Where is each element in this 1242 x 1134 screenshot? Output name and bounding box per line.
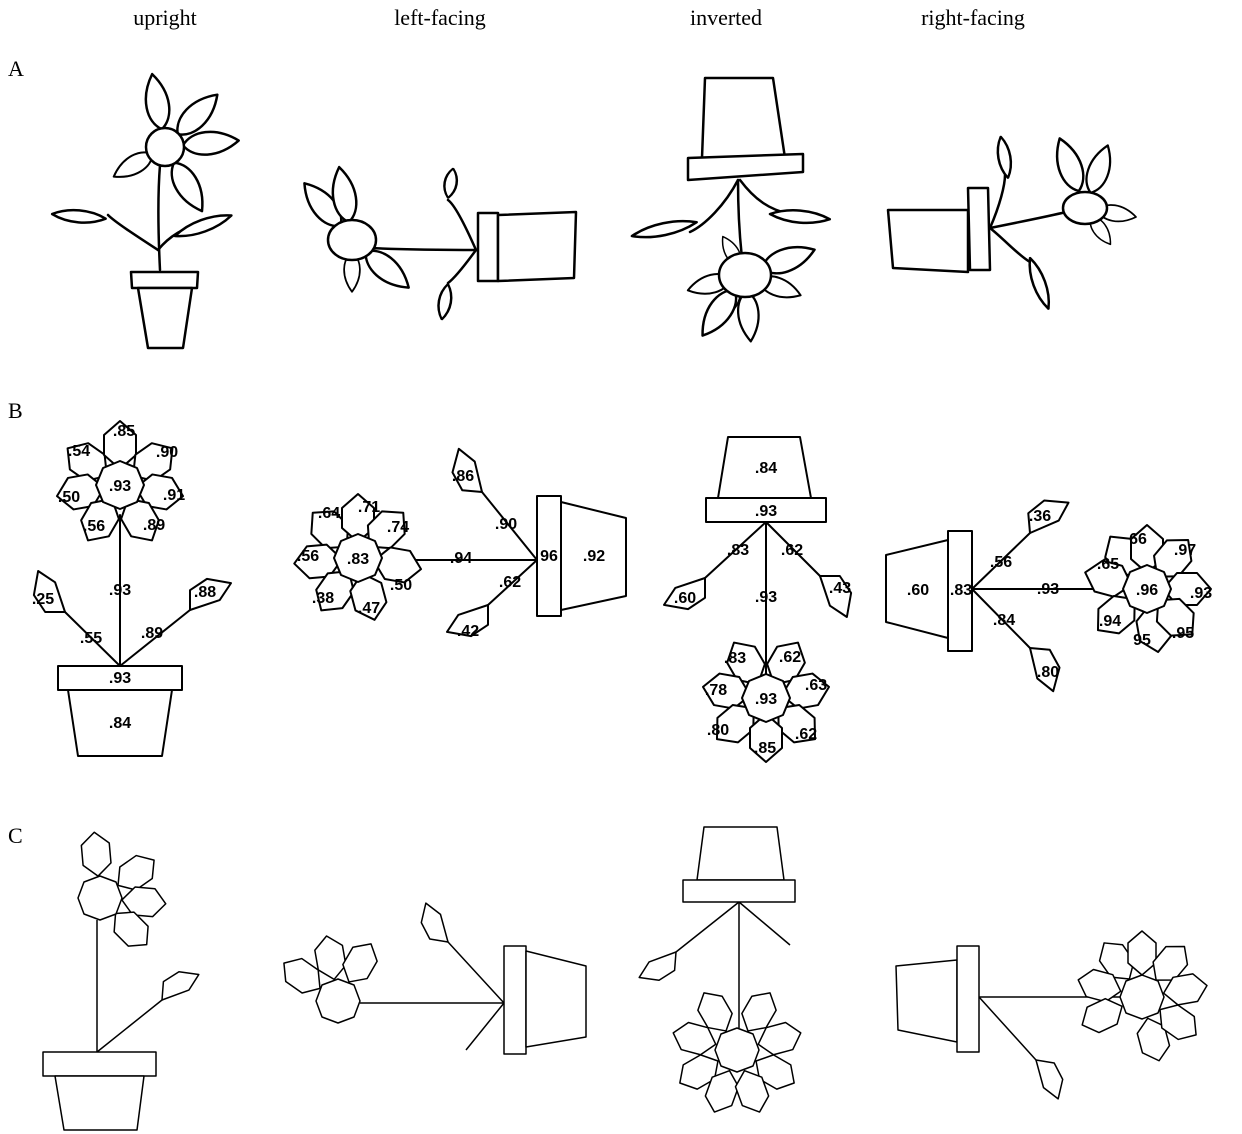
value-label: .86 [452,468,474,485]
value-label: .78 [705,682,727,699]
sketch-inverted [631,78,831,342]
model-left-facing: .83 .64 .71 .74 .56 .50 .38 .47 .94 .86 … [293,446,626,649]
value-label: .94 [1099,613,1121,630]
reconstruction-left-facing [276,901,586,1054]
value-label: .93 [109,670,131,687]
value-label: 66 [1129,531,1147,548]
value-label: .74 [387,519,409,536]
value-label: .62 [779,649,801,666]
value-label: .96 [1136,582,1158,599]
value-label: .93 [1037,581,1059,598]
value-label: .64 [318,505,340,522]
value-label: .90 [156,444,178,461]
value-label: 96 [540,548,558,565]
value-label: .83 [724,650,746,667]
reconstruction-right-facing [896,931,1209,1101]
value-label: .92 [583,548,605,565]
value-label: .89 [143,517,165,534]
value-label: .50 [390,577,412,594]
value-label: .83 [727,542,749,559]
value-label: .50 [58,489,80,506]
value-label: .47 [358,600,380,617]
value-label: .89 [141,625,163,642]
value-label: .71 [358,499,380,516]
value-label: .90 [495,516,517,533]
value-label: .85 [113,423,135,440]
value-label: 95 [1133,632,1151,649]
model-inverted: .84 .93 .83 .62 .60 .43 .93 .93 .83 .62 … [661,437,864,762]
row-label-c: C [8,823,23,848]
model-upright: .93 .54 .85 .90 .50 .91 .56 .89 .93 .25 … [21,421,234,756]
value-label: .93 [109,582,131,599]
header-upright: upright [133,5,197,30]
header-left-facing: left-facing [394,5,486,30]
value-label: .25 [32,591,54,608]
value-label: .62 [499,574,521,591]
row-label-b: B [8,398,23,423]
header-inverted: inverted [690,5,762,30]
value-label: .60 [907,582,929,599]
value-label: .62 [795,726,817,743]
value-label: .38 [312,590,334,607]
value-label: .94 [450,550,472,567]
sketch-upright [51,72,239,348]
value-label: .54 [68,443,90,460]
value-label: .84 [993,612,1015,629]
value-label: .56 [990,554,1012,571]
sketch-right-facing [888,135,1137,311]
value-label: .84 [755,460,777,477]
value-label: .56 [83,518,105,535]
value-label: .84 [109,715,131,732]
value-label: .63 [805,677,827,694]
value-label: .93 [109,478,131,495]
value-label: .43 [829,580,851,597]
value-label: .95 [1172,625,1194,642]
value-label: .36 [1029,508,1051,525]
reconstruction-upright [43,831,202,1130]
value-label: .60 [674,590,696,607]
value-label: .80 [1037,664,1059,681]
value-label: .97 [1174,542,1196,559]
value-label: .56 [297,548,319,565]
value-label: .93 [755,589,777,606]
value-label: .83 [347,551,369,568]
value-label: .55 [80,630,102,647]
row-label-a: A [8,56,24,81]
sketch-left-facing [296,165,576,320]
header-right-facing: right-facing [921,5,1025,30]
value-label: .80 [707,722,729,739]
value-label: .93 [755,503,777,520]
value-label: .62 [781,542,803,559]
value-label: .91 [163,487,185,504]
value-label: .85 [754,740,776,757]
model-right-facing: .60 .83 .56 .84 .36 .80 .93 .96 .65 66 .… [886,487,1212,694]
value-label: .42 [457,623,479,640]
value-label: .88 [194,584,216,601]
value-label: .83 [950,582,972,599]
value-label: .65 [1097,556,1119,573]
value-label: .93 [755,691,777,708]
reconstruction-inverted [636,827,804,1117]
value-label: .93 [1190,585,1212,602]
